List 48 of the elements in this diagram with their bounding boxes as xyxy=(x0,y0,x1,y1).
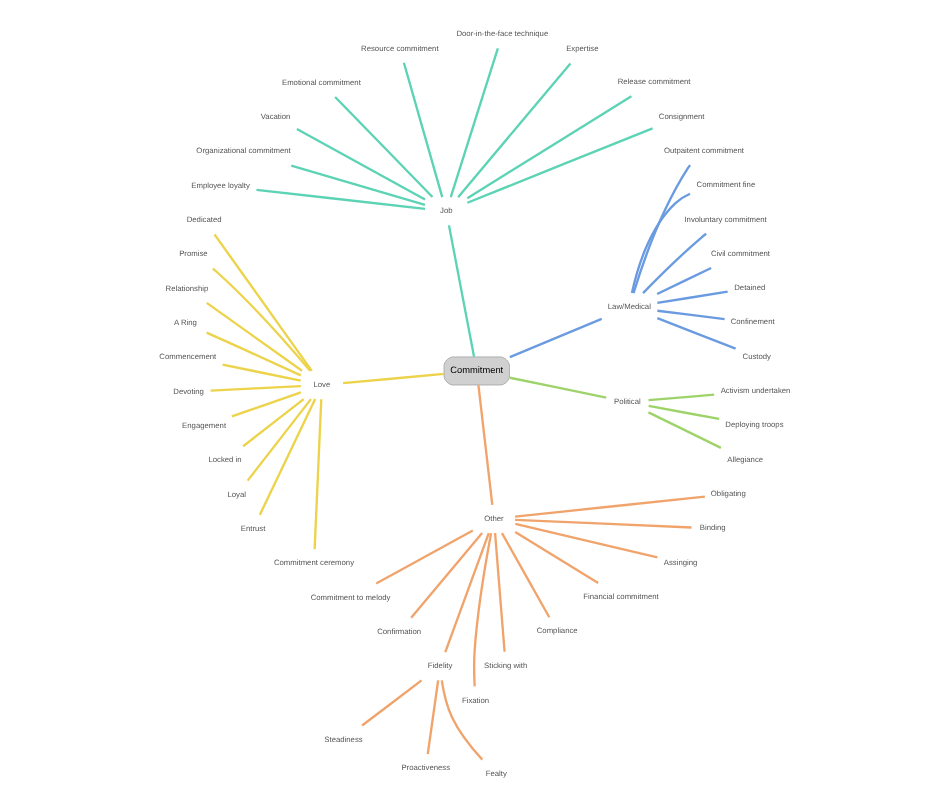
connector xyxy=(655,266,711,296)
connector xyxy=(409,532,483,619)
connector xyxy=(221,363,300,382)
connector xyxy=(448,48,498,198)
connector xyxy=(289,164,425,207)
connector xyxy=(647,404,719,421)
connector xyxy=(492,532,505,652)
connector xyxy=(341,372,444,385)
connector xyxy=(257,398,316,516)
connector xyxy=(465,95,632,200)
connector xyxy=(631,164,691,294)
connector xyxy=(514,518,691,529)
connector xyxy=(312,399,322,550)
connector xyxy=(514,522,657,559)
connector xyxy=(476,385,493,505)
connector xyxy=(456,62,571,198)
connector xyxy=(205,331,301,377)
connector xyxy=(205,301,302,372)
connector xyxy=(508,376,606,399)
connector xyxy=(508,317,602,359)
connector xyxy=(656,290,727,305)
connector xyxy=(499,532,550,618)
connector xyxy=(646,411,721,449)
connector xyxy=(513,531,598,585)
connector xyxy=(647,393,714,402)
connector xyxy=(656,309,724,321)
connector xyxy=(360,679,422,727)
connector xyxy=(401,62,443,198)
connector xyxy=(439,680,483,761)
connector xyxy=(655,317,736,350)
connector xyxy=(629,192,690,294)
connector xyxy=(465,127,652,204)
connector xyxy=(333,96,433,198)
connector xyxy=(255,188,425,211)
connector xyxy=(641,232,706,294)
connector xyxy=(230,391,301,418)
connector xyxy=(472,533,492,687)
connector xyxy=(446,225,475,357)
connector xyxy=(245,398,311,482)
connector xyxy=(212,233,312,372)
connector xyxy=(295,127,425,201)
connector xyxy=(374,529,473,585)
connector xyxy=(211,267,310,372)
connector xyxy=(209,384,300,392)
connector xyxy=(241,398,304,448)
connector xyxy=(425,680,439,755)
connector xyxy=(514,495,705,518)
connector xyxy=(443,532,489,653)
